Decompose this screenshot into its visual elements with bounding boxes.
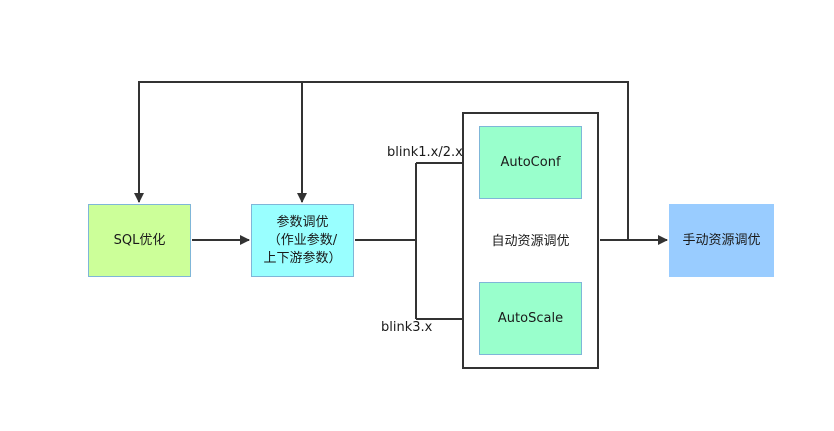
edge-label-blink1: blink1.x/2.x bbox=[387, 145, 463, 160]
node-autoconf: AutoConf bbox=[479, 126, 582, 199]
node-param-line1: 参数调优 bbox=[276, 214, 329, 230]
node-sql-label: SQL优化 bbox=[113, 232, 166, 248]
node-autoconf-label: AutoConf bbox=[500, 154, 561, 170]
node-autoscale: AutoScale bbox=[479, 282, 582, 355]
node-manual-label: 手动资源调优 bbox=[682, 232, 761, 248]
node-sql-optimization: SQL优化 bbox=[88, 204, 191, 277]
edge-feedback-loop bbox=[134, 81, 629, 240]
node-parameter-tuning: 参数调优 （作业参数/ 上下游参数） bbox=[251, 204, 354, 277]
node-param-line3: 上下游参数） bbox=[263, 250, 342, 266]
node-auto-resource-tuning-label: 自动资源调优 bbox=[491, 233, 570, 249]
node-autoscale-label: AutoScale bbox=[497, 310, 564, 326]
node-manual-resource-tuning: 手动资源调优 bbox=[669, 204, 774, 277]
node-param-line2: （作业参数/ bbox=[267, 232, 338, 248]
edge-label-blink3: blink3.x bbox=[381, 320, 433, 335]
